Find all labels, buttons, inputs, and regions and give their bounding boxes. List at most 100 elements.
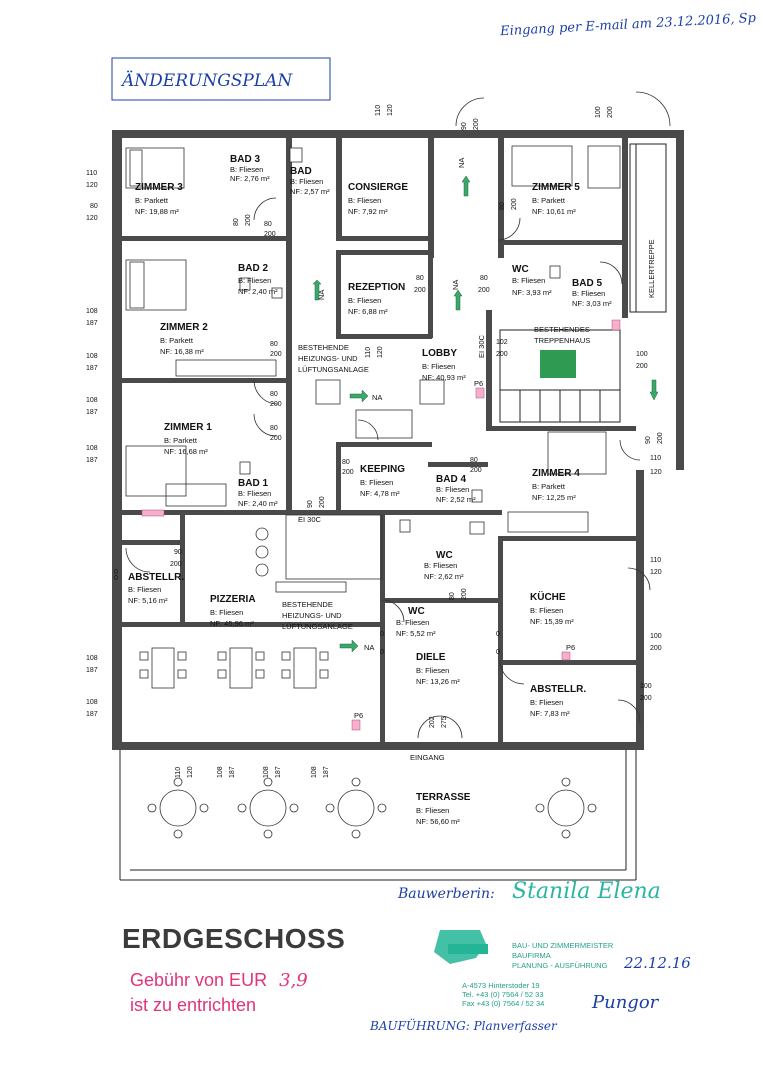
svg-text:200: 200 <box>461 588 468 600</box>
fire-rating-label: EI 30C <box>298 515 322 524</box>
annotation-labels: BESTEHENDE HEIZUNGS- UND LÜFTUNGSANLAGE … <box>282 158 656 762</box>
room-material: B: Parkett <box>532 196 566 205</box>
room-material: B: Fliesen <box>230 165 263 174</box>
room-area: NF: 4,78 m² <box>360 489 400 498</box>
basement-stair <box>629 143 667 313</box>
room-name: BAD <box>290 166 312 177</box>
svg-text:80: 80 <box>470 457 478 464</box>
room-area: NF: 19,88 m² <box>135 207 179 216</box>
svg-text:A-4573 Hinterstoder 19: A-4573 Hinterstoder 19 <box>462 981 540 990</box>
room-area: NF: 6,88 m² <box>348 307 388 316</box>
svg-text:0: 0 <box>380 631 384 638</box>
svg-text:200: 200 <box>319 496 326 508</box>
p6-label: P6 <box>474 379 483 388</box>
room-material: B: Fliesen <box>530 698 563 707</box>
svg-text:80: 80 <box>416 275 424 282</box>
room-area: NF: 2,76 m² <box>230 174 270 183</box>
room-name: WC <box>512 264 529 275</box>
hvac-label: LÜFTUNGSANLAGE <box>298 365 369 374</box>
svg-text:100: 100 <box>595 106 602 118</box>
svg-text:100: 100 <box>636 351 648 358</box>
svg-text:187: 187 <box>323 766 330 778</box>
svg-text:187: 187 <box>86 320 98 327</box>
door-swings <box>125 91 671 739</box>
terrace-tables <box>147 777 597 839</box>
room-material: B: Fliesen <box>436 485 469 494</box>
p6-label: P6 <box>354 711 363 720</box>
room-name: KÜCHE <box>530 590 566 603</box>
svg-text:110: 110 <box>650 557 661 564</box>
svg-text:200: 200 <box>657 432 664 444</box>
svg-text:BAUFIRMA: BAUFIRMA <box>512 951 551 960</box>
svg-text:200: 200 <box>270 351 282 358</box>
svg-text:200: 200 <box>496 351 508 358</box>
svg-text:187: 187 <box>86 667 98 674</box>
pizzeria-tables <box>139 647 329 689</box>
room-material: B: Fliesen <box>210 608 243 617</box>
svg-text:187: 187 <box>86 409 98 416</box>
svg-text:110: 110 <box>86 170 97 177</box>
svg-text:108: 108 <box>86 308 98 315</box>
room-name: ZIMMER 3 <box>135 182 183 193</box>
svg-text:200: 200 <box>414 287 426 294</box>
svg-text:202: 202 <box>429 716 436 728</box>
svg-text:0: 0 <box>496 631 500 638</box>
svg-text:100: 100 <box>650 633 662 640</box>
room-labels: ZIMMER 3 B: Parkett NF: 19,88 m² BAD 3 B… <box>128 154 612 826</box>
room-area: NF: 15,39 m² <box>530 617 574 626</box>
svg-text:108: 108 <box>86 445 98 452</box>
svg-text:200: 200 <box>470 467 482 474</box>
room-name: ZIMMER 1 <box>164 422 212 433</box>
svg-text:Fax +43 (0) 7564 / 52 34: Fax +43 (0) 7564 / 52 34 <box>462 999 544 1008</box>
room-material: B: Parkett <box>164 436 198 445</box>
svg-text:200: 200 <box>511 198 518 210</box>
room-name: WC <box>436 550 453 561</box>
room-area: NF: 2,40 m² <box>238 287 278 296</box>
plan-label: ÄNDERUNGSPLAN <box>120 70 293 91</box>
room-area: NF: 40,93 m² <box>422 373 466 382</box>
room-name: WC <box>408 606 425 617</box>
room-material: B: Fliesen <box>348 196 381 205</box>
svg-text:108: 108 <box>86 655 98 662</box>
room-material: B: Fliesen <box>416 806 449 815</box>
svg-text:0: 0 <box>380 649 384 656</box>
svg-text:275: 275 <box>441 716 448 728</box>
room-material: B: Fliesen <box>416 666 449 675</box>
svg-text:108: 108 <box>86 699 98 706</box>
svg-text:200: 200 <box>640 695 652 702</box>
room-area: NF: 3,93 m² <box>512 288 552 297</box>
svg-text:108: 108 <box>86 353 98 360</box>
svg-text:80: 80 <box>449 592 456 600</box>
receipt-note: Eingang per E-mail am 23.12.2016, Sp <box>499 11 757 39</box>
room-material: B: Fliesen <box>360 478 393 487</box>
svg-text:80: 80 <box>233 218 240 226</box>
svg-text:200: 200 <box>270 435 282 442</box>
svg-text:187: 187 <box>229 766 236 778</box>
svg-text:200: 200 <box>245 214 252 226</box>
floor-title: ERDGESCHOSS <box>122 923 346 954</box>
svg-text:110: 110 <box>650 455 661 462</box>
fee-line-2: ist zu entrichten <box>130 995 257 1015</box>
room-name: ZIMMER 2 <box>160 322 208 333</box>
svg-text:PLANUNG - AUSFÜHRUNG: PLANUNG - AUSFÜHRUNG <box>512 961 608 970</box>
svg-text:200: 200 <box>636 363 648 370</box>
svg-text:120: 120 <box>377 346 384 358</box>
svg-text:120: 120 <box>187 766 194 778</box>
svg-text:0: 0 <box>496 649 500 656</box>
svg-text:120: 120 <box>86 182 98 189</box>
bauwerber-label: Bauwerberin: <box>397 886 495 902</box>
na-label: NA <box>317 290 326 300</box>
room-area: NF: 3,03 m² <box>572 299 612 308</box>
room-area: NF: 5,52 m² <box>396 629 436 638</box>
svg-text:80: 80 <box>264 221 272 228</box>
svg-text:187: 187 <box>275 766 282 778</box>
room-name: DIELE <box>416 652 446 663</box>
room-name: REZEPTION <box>348 282 405 293</box>
construction-management: BAUFÜHRUNG: Planverfasser <box>369 1017 558 1033</box>
room-name: BAD 4 <box>436 474 466 485</box>
svg-text:120: 120 <box>650 469 662 476</box>
room-name: ZIMMER 4 <box>532 468 580 479</box>
room-name: ABSTELLR. <box>128 572 184 583</box>
svg-text:90: 90 <box>461 122 468 130</box>
